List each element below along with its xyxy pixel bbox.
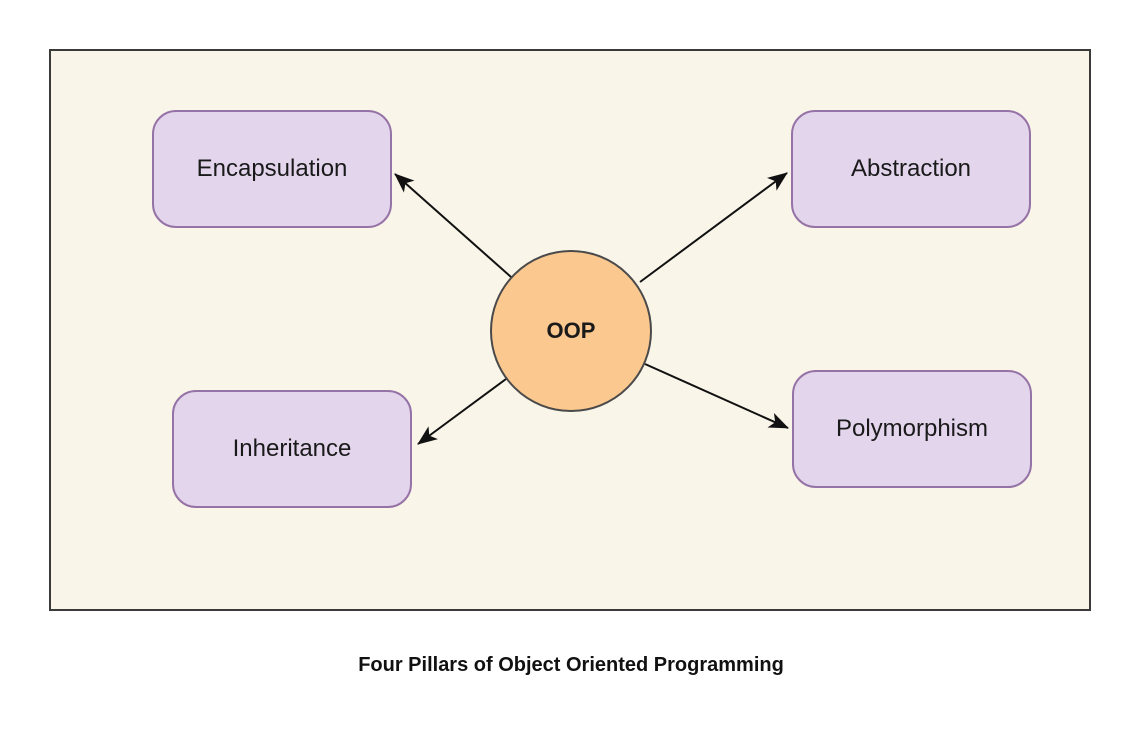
node-polymorphism-label: Polymorphism bbox=[835, 415, 989, 442]
center-node-oop: OOP bbox=[490, 250, 652, 412]
node-inheritance-label: Inheritance bbox=[232, 435, 352, 462]
node-polymorphism: Polymorphism bbox=[792, 370, 1032, 488]
node-encapsulation-label: Encapsulation bbox=[196, 155, 348, 182]
diagram-caption: Four Pillars of Object Oriented Programm… bbox=[358, 654, 784, 676]
node-inheritance: Inheritance bbox=[172, 390, 412, 508]
center-node-label: OOP bbox=[546, 318, 596, 343]
node-encapsulation: Encapsulation bbox=[152, 110, 392, 228]
node-abstraction-label: Abstraction bbox=[850, 155, 972, 182]
node-abstraction: Abstraction bbox=[791, 110, 1031, 228]
